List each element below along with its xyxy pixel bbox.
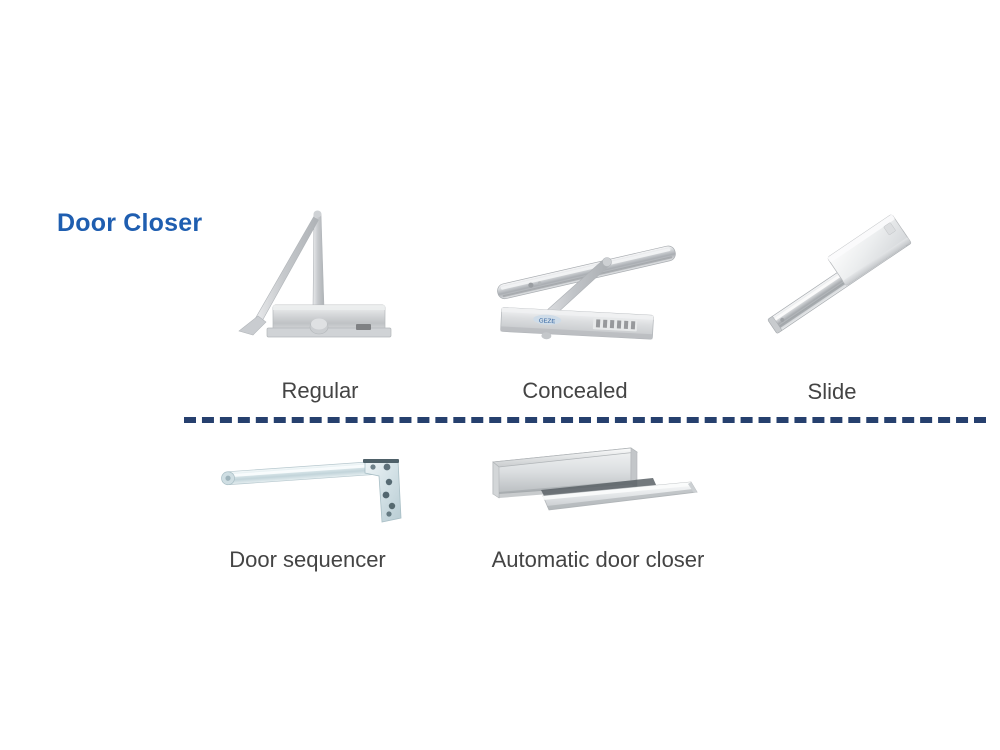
item-label-regular: Regular bbox=[281, 378, 359, 403]
door-closer-concealed-icon: GEZE bbox=[485, 200, 695, 350]
door-sequencer-icon bbox=[215, 440, 415, 530]
item-sequencer bbox=[215, 440, 415, 530]
page-title: Door Closer bbox=[57, 209, 203, 237]
item-regular bbox=[225, 200, 415, 350]
dashed-divider bbox=[184, 417, 986, 423]
item-label-sequencer: Door sequencer bbox=[229, 547, 386, 572]
item-automatic bbox=[485, 440, 705, 530]
automatic-door-closer-icon bbox=[485, 440, 705, 530]
door-closer-slide-icon bbox=[755, 205, 935, 350]
item-label-concealed: Concealed bbox=[522, 378, 628, 403]
door-closer-regular-icon bbox=[225, 200, 415, 350]
item-label-slide: Slide bbox=[807, 379, 857, 404]
svg-text:GEZE: GEZE bbox=[539, 318, 556, 325]
item-label-automatic: Automatic door closer bbox=[491, 547, 705, 572]
item-slide bbox=[755, 205, 935, 350]
item-concealed: GEZE bbox=[485, 200, 695, 350]
